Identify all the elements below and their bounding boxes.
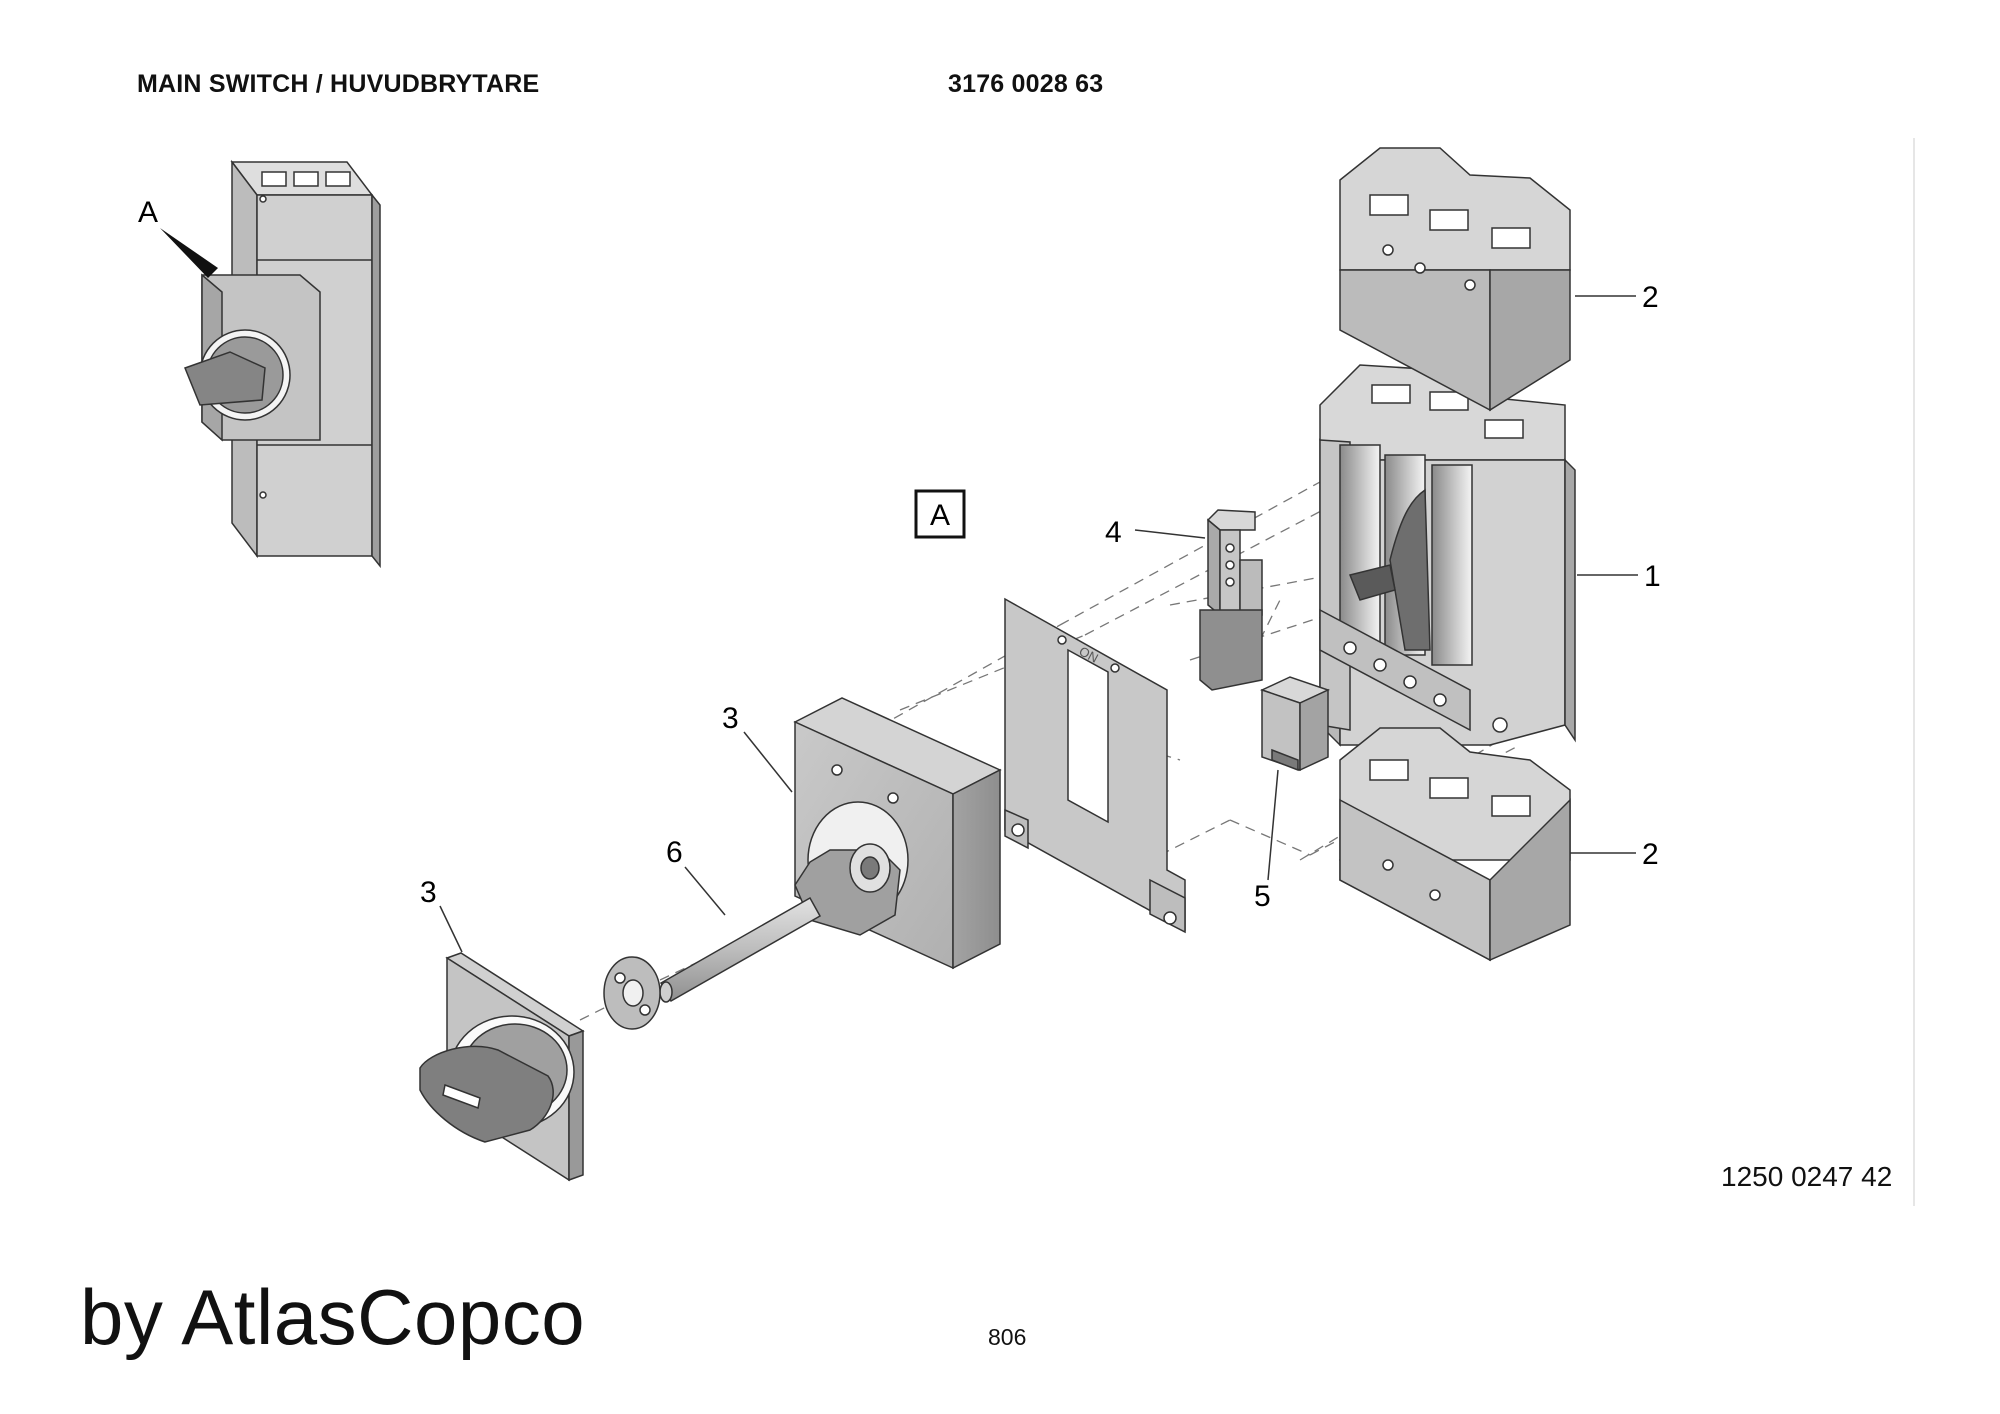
page-title: MAIN SWITCH / HUVUDBRYTARE <box>137 70 540 98</box>
part-label-2-upper: 2 <box>1642 281 1659 314</box>
part-label-5: 5 <box>1254 880 1271 913</box>
part-label-4: 4 <box>1105 516 1122 549</box>
detail-callout-label: A <box>930 499 950 532</box>
drawing-number: 1250 0247 42 <box>1721 1161 1893 1192</box>
coupling-washer <box>603 956 661 1030</box>
front-rotary-handle <box>419 952 585 1182</box>
mounting-plate <box>1004 597 1186 934</box>
page-frame-line <box>1913 138 1915 1206</box>
auxiliary-contact <box>1199 509 1263 691</box>
overview-switch <box>184 159 381 569</box>
leader-lines <box>439 295 1638 953</box>
detail-letter-a: A <box>138 196 158 229</box>
part-number: 3176 0028 63 <box>948 70 1104 98</box>
terminal-cover-lower <box>1339 727 1571 962</box>
part-label-3-adapter: 3 <box>722 702 739 735</box>
terminal-cover-upper <box>1339 147 1571 412</box>
page-number: 806 <box>988 1324 1027 1350</box>
part-label-1: 1 <box>1644 560 1661 593</box>
part-label-2-lower: 2 <box>1642 838 1659 871</box>
part-label-3-handle: 3 <box>420 876 437 909</box>
handle-adapter <box>793 697 1002 970</box>
auxiliary-block <box>1259 676 1331 772</box>
detail-arrow <box>160 228 218 278</box>
detail-callout-box <box>914 489 966 539</box>
breaker-body <box>1319 364 1576 747</box>
brand-footer: by AtlasCopco <box>80 1273 586 1361</box>
part-label-6: 6 <box>666 836 683 869</box>
extension-shaft <box>659 896 822 1003</box>
